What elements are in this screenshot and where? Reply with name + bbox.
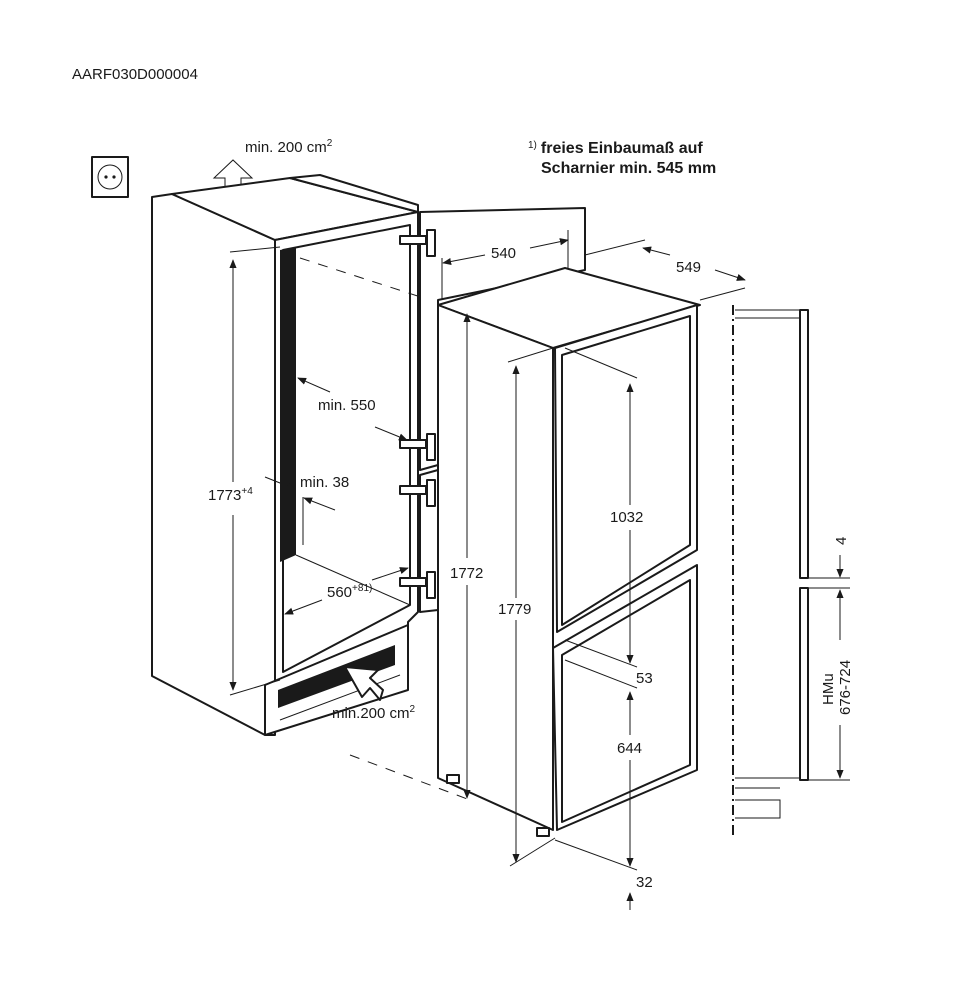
upper-door-height-label: 1032 bbox=[610, 509, 643, 526]
appliance-depth-label: 549 bbox=[676, 259, 701, 276]
footnote-line2: Scharnier min. 545 mm bbox=[541, 160, 716, 177]
top-ventilation-label: min. 200 cm2 bbox=[245, 138, 333, 156]
footnote: 1)freies Einbaumaß auf bbox=[528, 140, 703, 157]
bottom-ventilation-label: min.200 cm2 bbox=[332, 704, 416, 722]
drawing-id: AARF030D000004 bbox=[72, 66, 198, 83]
fridge-appliance bbox=[437, 267, 701, 837]
power-socket-icon bbox=[91, 156, 129, 198]
kitchen-cabinet bbox=[151, 174, 581, 801]
hmu-label: HMu bbox=[820, 673, 837, 705]
appliance-width-label: 540 bbox=[491, 245, 516, 262]
bottom-gap-label: 32 bbox=[636, 874, 653, 891]
appliance-height-label: 1772 bbox=[450, 565, 483, 582]
hinge-icon bbox=[399, 433, 436, 461]
niche-depth-label: min. 550 bbox=[318, 397, 376, 414]
hinge-icon bbox=[399, 479, 436, 507]
side-view bbox=[732, 305, 850, 835]
door-gap-label: 53 bbox=[636, 670, 653, 687]
niche-width-label: 560+81) bbox=[327, 583, 372, 601]
hmu-range-label: 676-724 bbox=[837, 660, 854, 715]
niche-gap-label: min. 38 bbox=[300, 474, 349, 491]
side-gap-label: 4 bbox=[833, 537, 850, 545]
hinge-icon bbox=[399, 571, 436, 599]
ventilation-in-arrow-icon bbox=[344, 666, 384, 701]
hinge-icon bbox=[399, 229, 436, 257]
niche-height-label: 1773+4 bbox=[208, 486, 253, 504]
appliance-total-height-label: 1779 bbox=[498, 601, 531, 618]
lower-door-height-label: 644 bbox=[617, 740, 642, 757]
